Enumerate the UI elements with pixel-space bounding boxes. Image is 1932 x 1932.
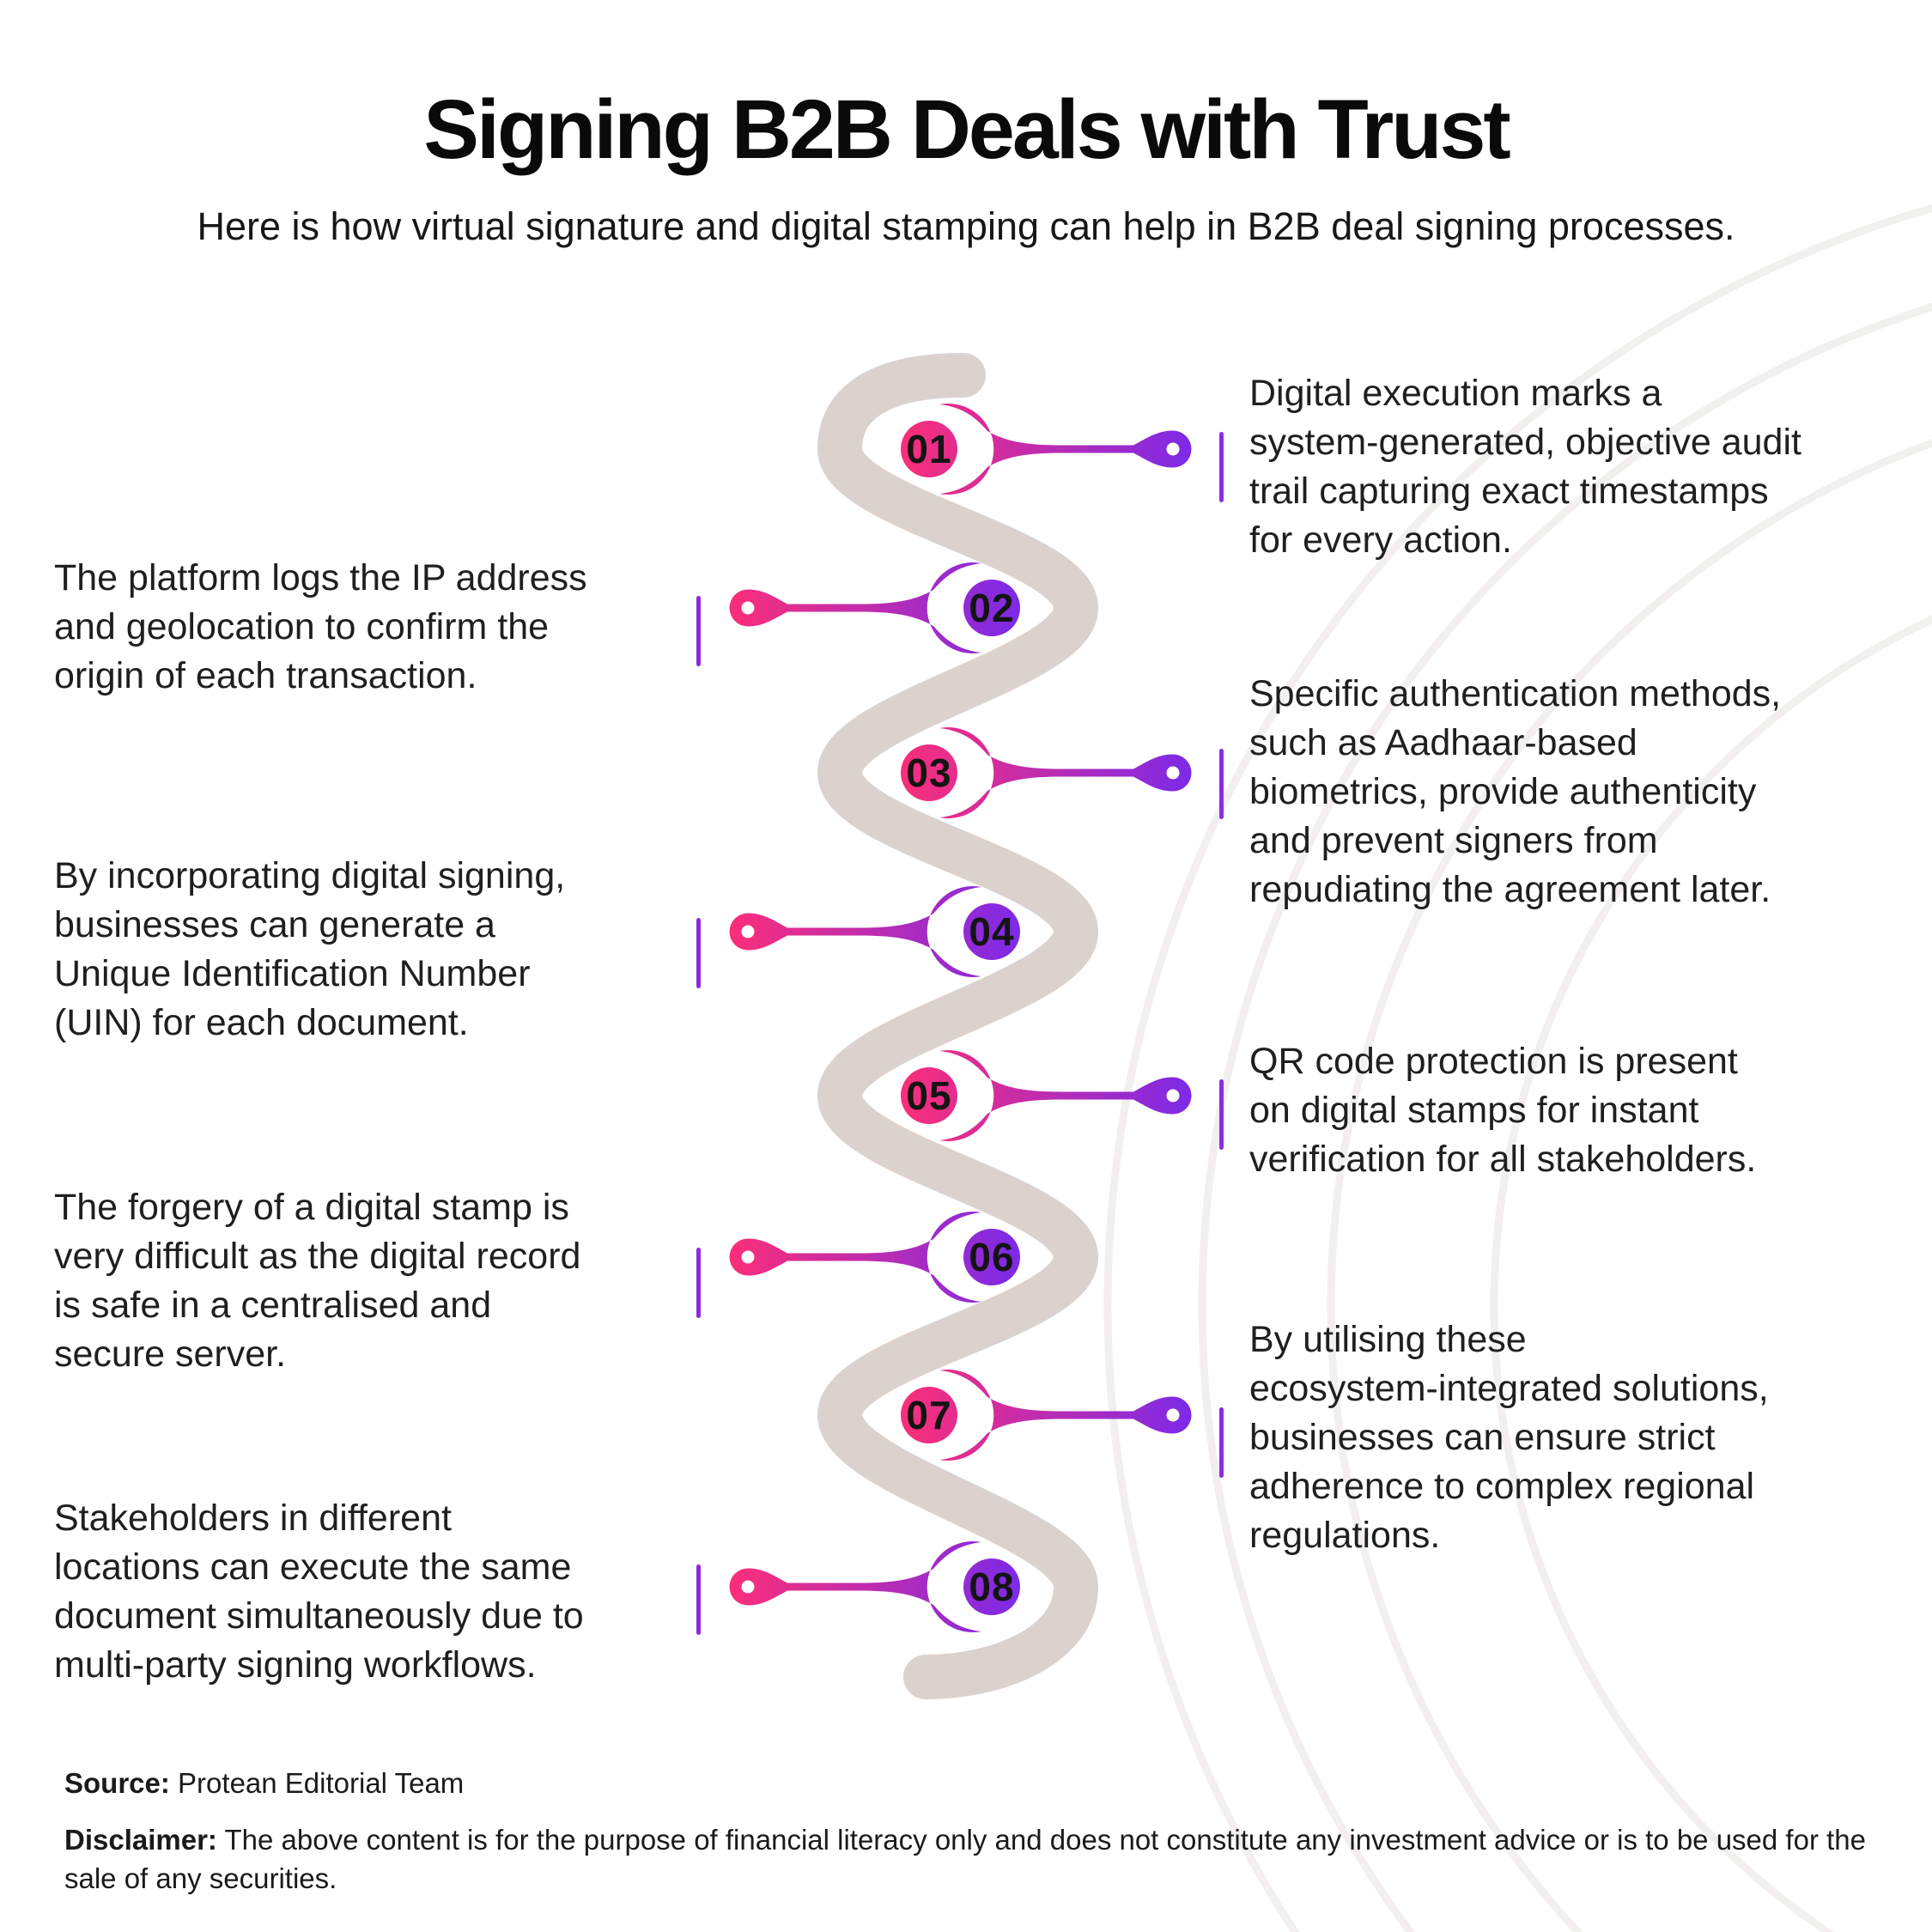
step-number-08: 08 bbox=[969, 1564, 1015, 1609]
step-number-02: 02 bbox=[969, 586, 1015, 630]
timeline-snake-path bbox=[817, 353, 1099, 1699]
connector-bar-05 bbox=[1219, 1079, 1224, 1150]
connector-bar-01 bbox=[1219, 432, 1224, 502]
source-text: Protean Editorial Team bbox=[178, 1767, 465, 1799]
source-line: Source: Protean Editorial Team bbox=[64, 1767, 464, 1800]
decor-circle bbox=[1490, 615, 1932, 1932]
step-number-04: 04 bbox=[969, 909, 1015, 954]
decor-circle bbox=[1103, 204, 1932, 1932]
connector-bar-06 bbox=[696, 1248, 701, 1318]
connector-bar-03 bbox=[1219, 749, 1224, 819]
source-label: Source: bbox=[64, 1767, 170, 1799]
connector-bar-04 bbox=[696, 918, 701, 988]
step-number-06: 06 bbox=[969, 1235, 1015, 1279]
decor-circle bbox=[1198, 303, 1932, 1932]
decor-arcs bbox=[1103, 204, 1932, 1932]
step-text-04: By incorporating digital signing,busines… bbox=[54, 855, 566, 1043]
page-subtitle: Here is how virtual signature and digita… bbox=[197, 204, 1735, 248]
connector-bar-08 bbox=[696, 1564, 701, 1635]
disclaimer-text: The above content is for the purpose of … bbox=[64, 1824, 1866, 1894]
connector-bar-02 bbox=[696, 596, 701, 666]
disclaimer-line: Disclaimer: The above content is for the… bbox=[64, 1820, 1872, 1898]
step-text-03: Specific authentication methods,such as … bbox=[1249, 673, 1782, 910]
disclaimer-label: Disclaimer: bbox=[64, 1824, 217, 1856]
page-title: Signing B2B Deals with Trust bbox=[423, 82, 1510, 176]
connector-bar-07 bbox=[1219, 1407, 1224, 1478]
step-number-07: 07 bbox=[906, 1393, 952, 1437]
step-number-03: 03 bbox=[906, 750, 952, 795]
step-number-01: 01 bbox=[906, 427, 952, 471]
decor-circle bbox=[1327, 439, 1932, 1932]
step-number-05: 05 bbox=[906, 1073, 952, 1118]
